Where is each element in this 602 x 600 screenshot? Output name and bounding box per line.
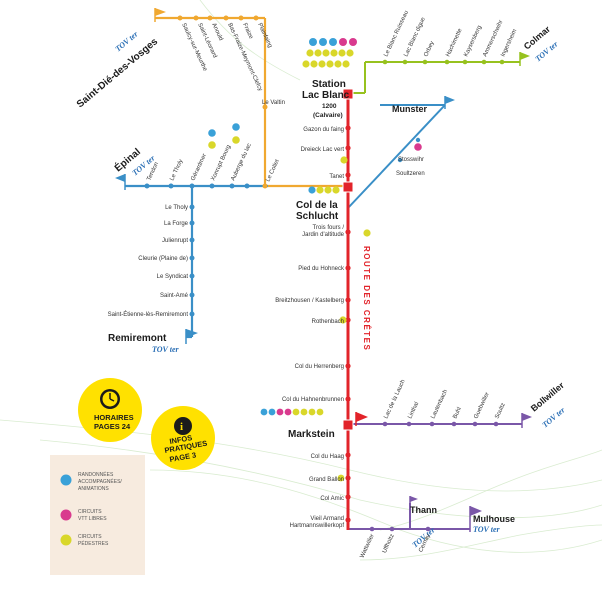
legend-item3-line2: PÉDESTRES <box>78 540 109 547</box>
legend-item1-line3: ANIMATIONS <box>78 486 109 492</box>
stop-label: Rothenbach <box>312 319 344 325</box>
stop-label: Dreieck Lac vert <box>301 147 345 153</box>
stop-label: Trois fours /Jardin d'altitude <box>302 225 345 238</box>
stop-label: Breitzhousen / Kastelberg <box>275 298 344 304</box>
legend-item3-line1: CIRCUITS <box>78 534 102 540</box>
stop-label: Lac de la Lauch <box>383 379 406 420</box>
horaires-pages: PAGES 24 <box>94 422 131 431</box>
purple-line <box>348 423 522 530</box>
stop-label: Col Amic <box>320 496 344 502</box>
stop-label: Bas-Fraize-Meymont-Clefcy <box>226 22 263 92</box>
hub-lac-blanc-3: 1200 <box>322 103 337 110</box>
clock-icon <box>100 389 120 409</box>
infos-badge[interactable]: i INFOS PRATIQUES PAGE 3 <box>151 406 215 470</box>
stop-label: Col du Herrenberg <box>295 364 344 370</box>
stop-label: Tanet <box>329 174 344 180</box>
stop-label: Wattwiller <box>359 533 375 559</box>
stop-label: Soultz <box>494 402 506 420</box>
hub-schlucht-2: Schlucht <box>296 211 339 222</box>
brand-mulhouse: TOV ter <box>473 525 500 534</box>
orange-line <box>155 16 348 188</box>
stop-label: Ingersheim <box>500 28 518 57</box>
stop-label: Uffholtz <box>382 533 396 554</box>
info-icon: i <box>174 417 192 435</box>
stop-label: Lac Blanc digue <box>403 16 427 58</box>
hub-lac-blanc-4: (Calvaire) <box>313 112 343 119</box>
stop-label: Saint-Amé <box>160 293 189 299</box>
legend-item1-line2: ACCOMPAGNÉES/ <box>78 478 122 485</box>
stop-label: Orbey <box>423 40 435 57</box>
stop-label: Hachimette <box>445 27 464 58</box>
stop-label: Grand Ballon <box>309 477 344 483</box>
stop-label: Col du Haag <box>311 454 344 460</box>
station-flag-icon <box>115 8 532 532</box>
stop-label: La Forge <box>164 221 189 227</box>
stop-label: Le Valtin <box>262 100 285 106</box>
stop-label: Xonrupt Bourg <box>210 144 232 182</box>
stop-label: Gazon du faing <box>303 127 344 133</box>
stop-label: Linthal <box>407 401 420 420</box>
brand-bollwiller: TOV ter <box>541 405 568 430</box>
legend: RANDONNÉES ACCOMPAGNÉES/ ANIMATIONS CIRC… <box>50 455 145 575</box>
hub-markers <box>342 88 354 431</box>
horaires-badge[interactable]: HORAIRES PAGES 24 <box>78 378 142 442</box>
stop-label: Saint-Étienne-lès-Remiremont <box>108 311 189 318</box>
stop-label: Gérardmer <box>190 153 208 182</box>
stop-label: Le Syndicat <box>157 274 189 280</box>
stop-label: Soultzeren <box>396 171 425 177</box>
legend-item2-line2: VTT LIBRES <box>78 516 107 522</box>
hub-lac-blanc-2: Lac Blanc <box>302 90 350 101</box>
hub-markstein: Markstein <box>288 429 335 440</box>
stop-dots <box>144 15 505 532</box>
city-munster: Munster <box>392 104 428 114</box>
stop-label: Lautenbach <box>430 389 449 420</box>
city-thann: Thann <box>410 505 437 515</box>
stop-label: Auberge du lac <box>230 143 253 182</box>
legend-item2-line1: CIRCUITS <box>78 509 102 515</box>
infos-title: INFOS <box>169 433 193 446</box>
city-mulhouse: Mulhouse <box>473 514 515 524</box>
hiking-pin-icon <box>60 474 72 486</box>
stop-label: Le Collet <box>265 159 281 183</box>
city-remiremont: Remiremont <box>108 333 167 344</box>
hub-labels: Station Lac Blanc 1200 (Calvaire) Col de… <box>288 79 350 440</box>
hub-lac-blanc-1: Station <box>312 79 346 90</box>
stop-label: Le Tholy <box>165 205 188 211</box>
route-crete-label: ROUTE DES CRÊTES <box>362 246 371 351</box>
stop-label: Le Tholy <box>169 159 184 182</box>
stop-label: Stosswihr <box>398 157 424 163</box>
stop-label: Kaysersberg <box>463 25 483 58</box>
munster-line <box>347 104 446 209</box>
horaires-title: HORAIRES <box>94 413 134 422</box>
mtb-pin-icon <box>60 509 72 521</box>
stop-label: Col du Hahnenbrunnen <box>282 397 344 403</box>
stop-label: Cleurie (Plaine de) <box>138 256 188 262</box>
svg-text:i: i <box>180 421 183 433</box>
stop-label: Fraize <box>241 22 254 40</box>
legend-item1-line1: RANDONNÉES <box>78 471 114 478</box>
stop-label: Buhl <box>452 406 463 419</box>
green-line <box>348 61 520 94</box>
hub-schlucht-1: Col de la <box>296 200 338 211</box>
stop-label: Julienrupt <box>162 238 188 244</box>
stop-label: Guebwiller <box>473 392 490 420</box>
walk-pin-icon <box>60 534 72 546</box>
stop-label: Pied du Hohneck <box>298 266 345 272</box>
brand-remiremont: TOV ter <box>152 345 179 354</box>
hiking-pin-icon <box>208 38 422 482</box>
